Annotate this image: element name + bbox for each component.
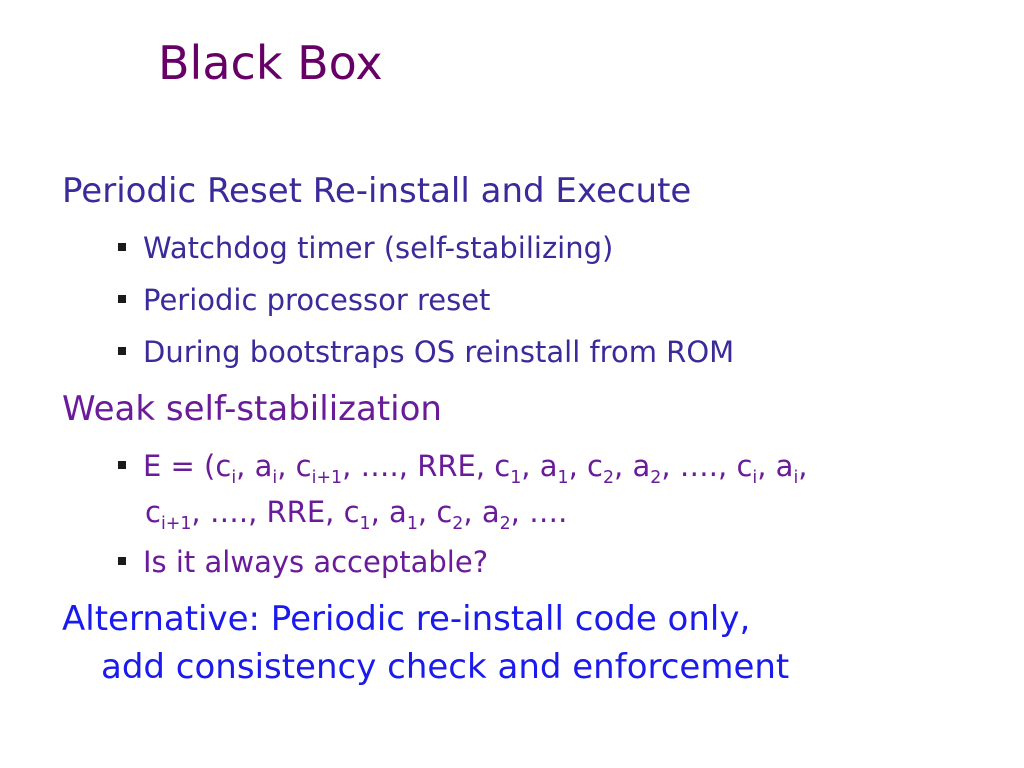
bullet-item-processor-reset: Periodic processor reset — [118, 283, 491, 317]
subscript: 1 — [406, 513, 418, 534]
bullet-square-icon — [118, 461, 126, 469]
subscript: i — [752, 467, 758, 488]
formula-text: …. — [209, 495, 249, 529]
bullet-text: Is it always acceptable? — [143, 545, 489, 579]
formula-text: , — [342, 449, 361, 483]
formula-text: , — [417, 495, 437, 529]
formula-text: , — [521, 449, 540, 483]
formula-text: , — [510, 495, 530, 529]
formula-text: , — [398, 449, 418, 483]
bullet-item-execution-line2: ci+1, …., RRE, c1, a1, c2, a2, …. — [145, 495, 568, 534]
formula-text: c — [145, 495, 161, 529]
execution-formula-lead: E = (c — [143, 449, 232, 483]
subscript: 1 — [359, 513, 371, 534]
formula-text: , — [718, 449, 737, 483]
formula-text: , — [475, 449, 495, 483]
bullet-item-question: Is it always acceptable? — [118, 545, 489, 579]
bullet-text: Periodic processor reset — [143, 283, 491, 317]
subscript: i+1 — [160, 513, 192, 534]
section-heading-weak-self-stabilization: Weak self-stabilization — [62, 389, 442, 429]
formula-text: c — [587, 449, 603, 483]
formula-text: c — [436, 495, 453, 529]
formula-text: c — [295, 449, 312, 483]
formula-text: , — [614, 449, 633, 483]
formula-text: c — [494, 449, 511, 483]
alternative-line2: add consistency check and enforcement — [101, 647, 790, 687]
formula-text: …. — [679, 449, 718, 483]
section-heading-periodic-reset: Periodic Reset Re-install and Execute — [62, 171, 692, 211]
subscript: 1 — [510, 467, 522, 488]
formula-text: , — [248, 495, 267, 529]
bullet-item-execution-line1: E = (ci, ai, ci+1, …., RRE, c1, a1, c2, … — [118, 449, 808, 488]
alternative-line1: Alternative: Periodic re-install code on… — [62, 599, 751, 639]
formula-text: , — [191, 495, 210, 529]
bullet-text: During bootstraps OS reinstall from ROM — [143, 335, 735, 369]
formula-text: , — [463, 495, 482, 529]
formula-text: , — [568, 449, 588, 483]
formula-text: RRE — [266, 495, 326, 529]
formula-text: a — [254, 449, 273, 483]
formula-text: , — [757, 449, 776, 483]
formula-text: a — [775, 449, 794, 483]
formula-text: , — [661, 449, 680, 483]
formula-text: …. — [360, 449, 399, 483]
formula-text: c — [736, 449, 753, 483]
formula-text: a — [481, 495, 500, 529]
subscript: 2 — [452, 513, 464, 534]
formula-text: …. — [529, 495, 568, 529]
slide-title: Black Box — [158, 36, 383, 90]
subscript: 2 — [499, 513, 511, 534]
bullet-text: Watchdog timer (self-stabilizing) — [143, 231, 614, 265]
formula-text: , — [370, 495, 390, 529]
formula-text: , — [798, 449, 808, 483]
subscript: 2 — [650, 467, 662, 488]
formula-text: c — [343, 495, 360, 529]
subscript: 1 — [557, 467, 569, 488]
bullet-square-icon — [118, 243, 126, 251]
bullet-item-bootstrap: During bootstraps OS reinstall from ROM — [118, 335, 735, 369]
formula-text: a — [389, 495, 407, 529]
subscript: i — [793, 467, 799, 488]
bullet-square-icon — [118, 347, 126, 355]
subscript: 2 — [602, 467, 615, 488]
bullet-square-icon — [118, 295, 126, 303]
formula-text: , — [236, 449, 255, 483]
subscript: i+1 — [311, 467, 343, 488]
formula-text: a — [539, 449, 558, 483]
bullet-item-watchdog: Watchdog timer (self-stabilizing) — [118, 231, 614, 265]
subscript: i — [272, 467, 278, 488]
formula-text: RRE — [417, 449, 476, 483]
bullet-square-icon — [118, 557, 126, 565]
formula-text: , — [325, 495, 344, 529]
subscript: i — [231, 467, 237, 488]
formula-text: a — [632, 449, 651, 483]
formula-text: , — [277, 449, 296, 483]
